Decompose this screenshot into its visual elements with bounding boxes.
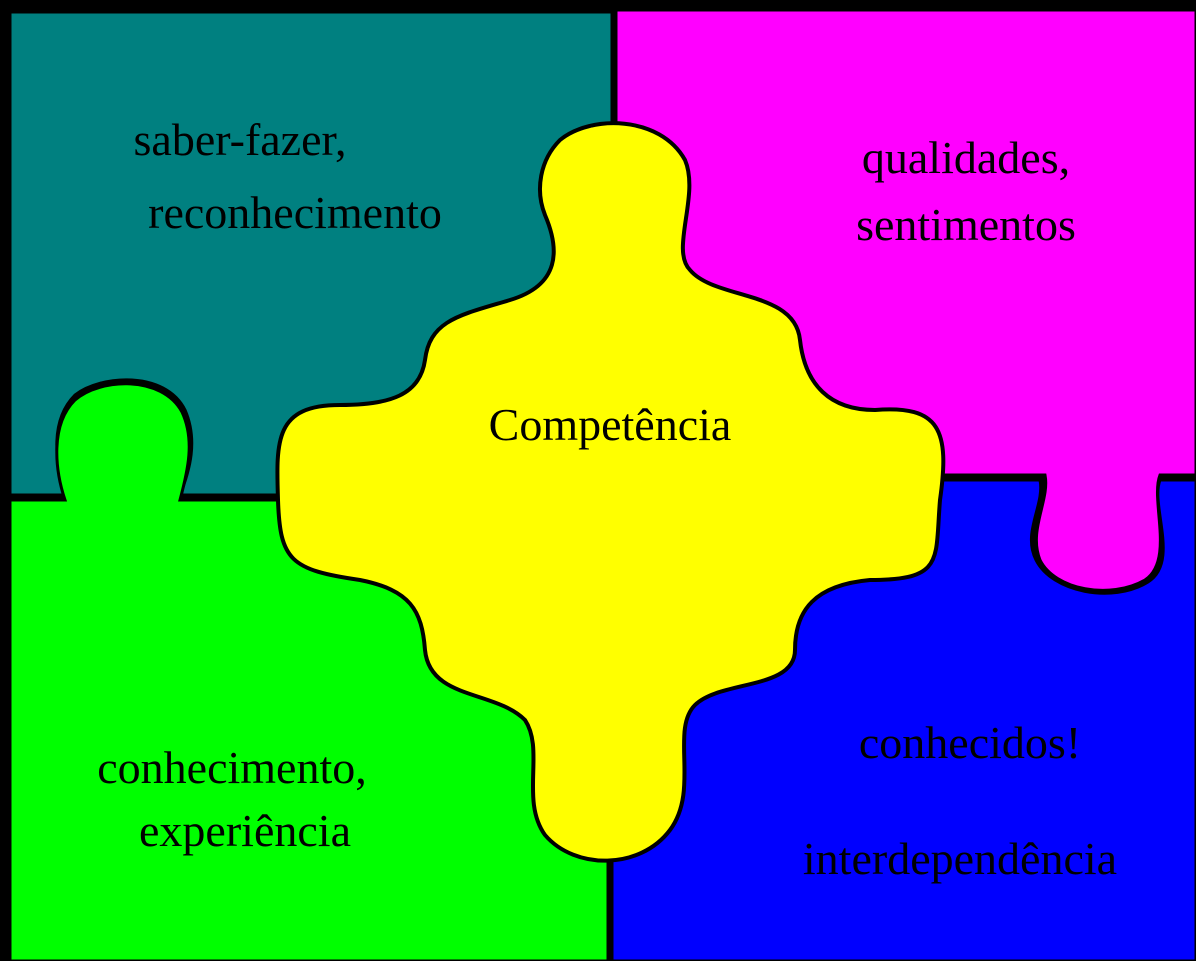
bottom-left-line2: experiência xyxy=(139,805,351,856)
center-label: Competência xyxy=(489,399,732,450)
bottom-left-line1: conhecimento, xyxy=(97,742,367,793)
top-right-line1: qualidades, xyxy=(862,132,1070,183)
bottom-right-line1: conhecidos! xyxy=(859,717,1081,768)
top-left-line1: saber-fazer, xyxy=(134,114,347,165)
bottom-right-line2: interdependência xyxy=(803,833,1117,884)
piece-center xyxy=(275,121,946,863)
top-right-line2: sentimentos xyxy=(856,199,1076,250)
top-left-line2: reconhecimento xyxy=(148,187,442,238)
